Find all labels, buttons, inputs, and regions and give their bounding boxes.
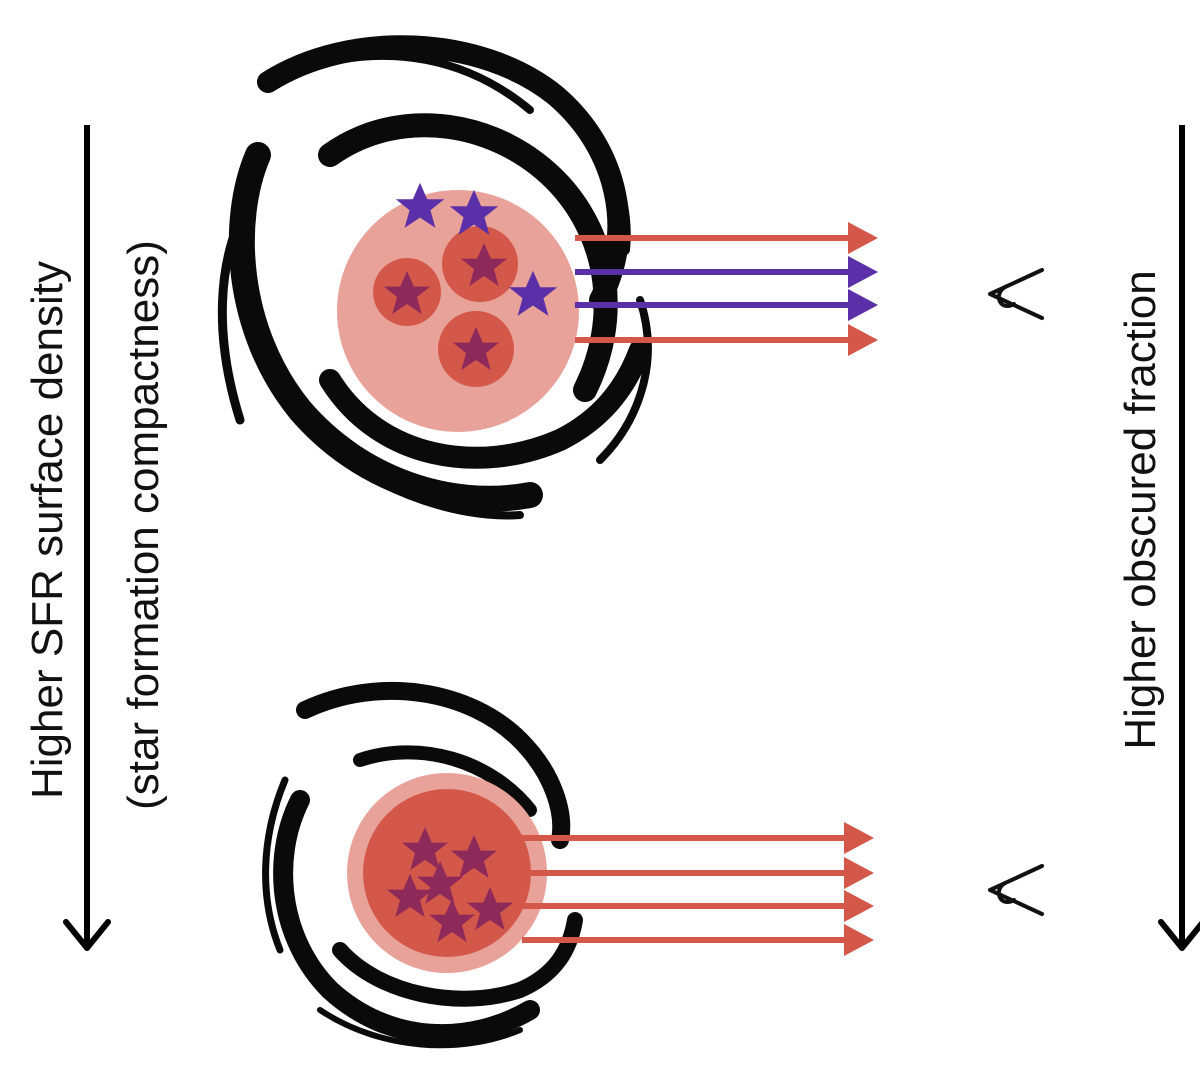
eye-observer-icon (988, 864, 1044, 916)
arrow-icon (848, 324, 878, 356)
arrow-icon (844, 890, 874, 922)
left-axis-label-line1: Higher SFR surface density (23, 261, 72, 799)
right-axis-arrow (1158, 125, 1200, 951)
spiral-dust-icon (262, 681, 583, 1049)
arrow-icon (844, 924, 874, 956)
emission-arrows-bottom (522, 822, 874, 956)
right-axis-label: Higher obscured fraction (1116, 270, 1165, 749)
left-axis-label-line2: (star formation compactness) (119, 240, 168, 810)
emission-arrows-top (575, 222, 878, 356)
arrow-icon (848, 222, 878, 254)
spiral-dust-icon (217, 35, 652, 520)
arrow-icon (848, 289, 878, 321)
galaxy-bottom (262, 681, 1044, 1049)
galaxy-top (217, 35, 1044, 520)
eye-observer-icon (988, 268, 1044, 320)
left-axis-arrow (63, 125, 111, 951)
arrow-icon (848, 256, 878, 288)
arrow-icon (844, 857, 874, 889)
star-forming-region (337, 190, 579, 432)
arrow-icon (844, 822, 874, 854)
